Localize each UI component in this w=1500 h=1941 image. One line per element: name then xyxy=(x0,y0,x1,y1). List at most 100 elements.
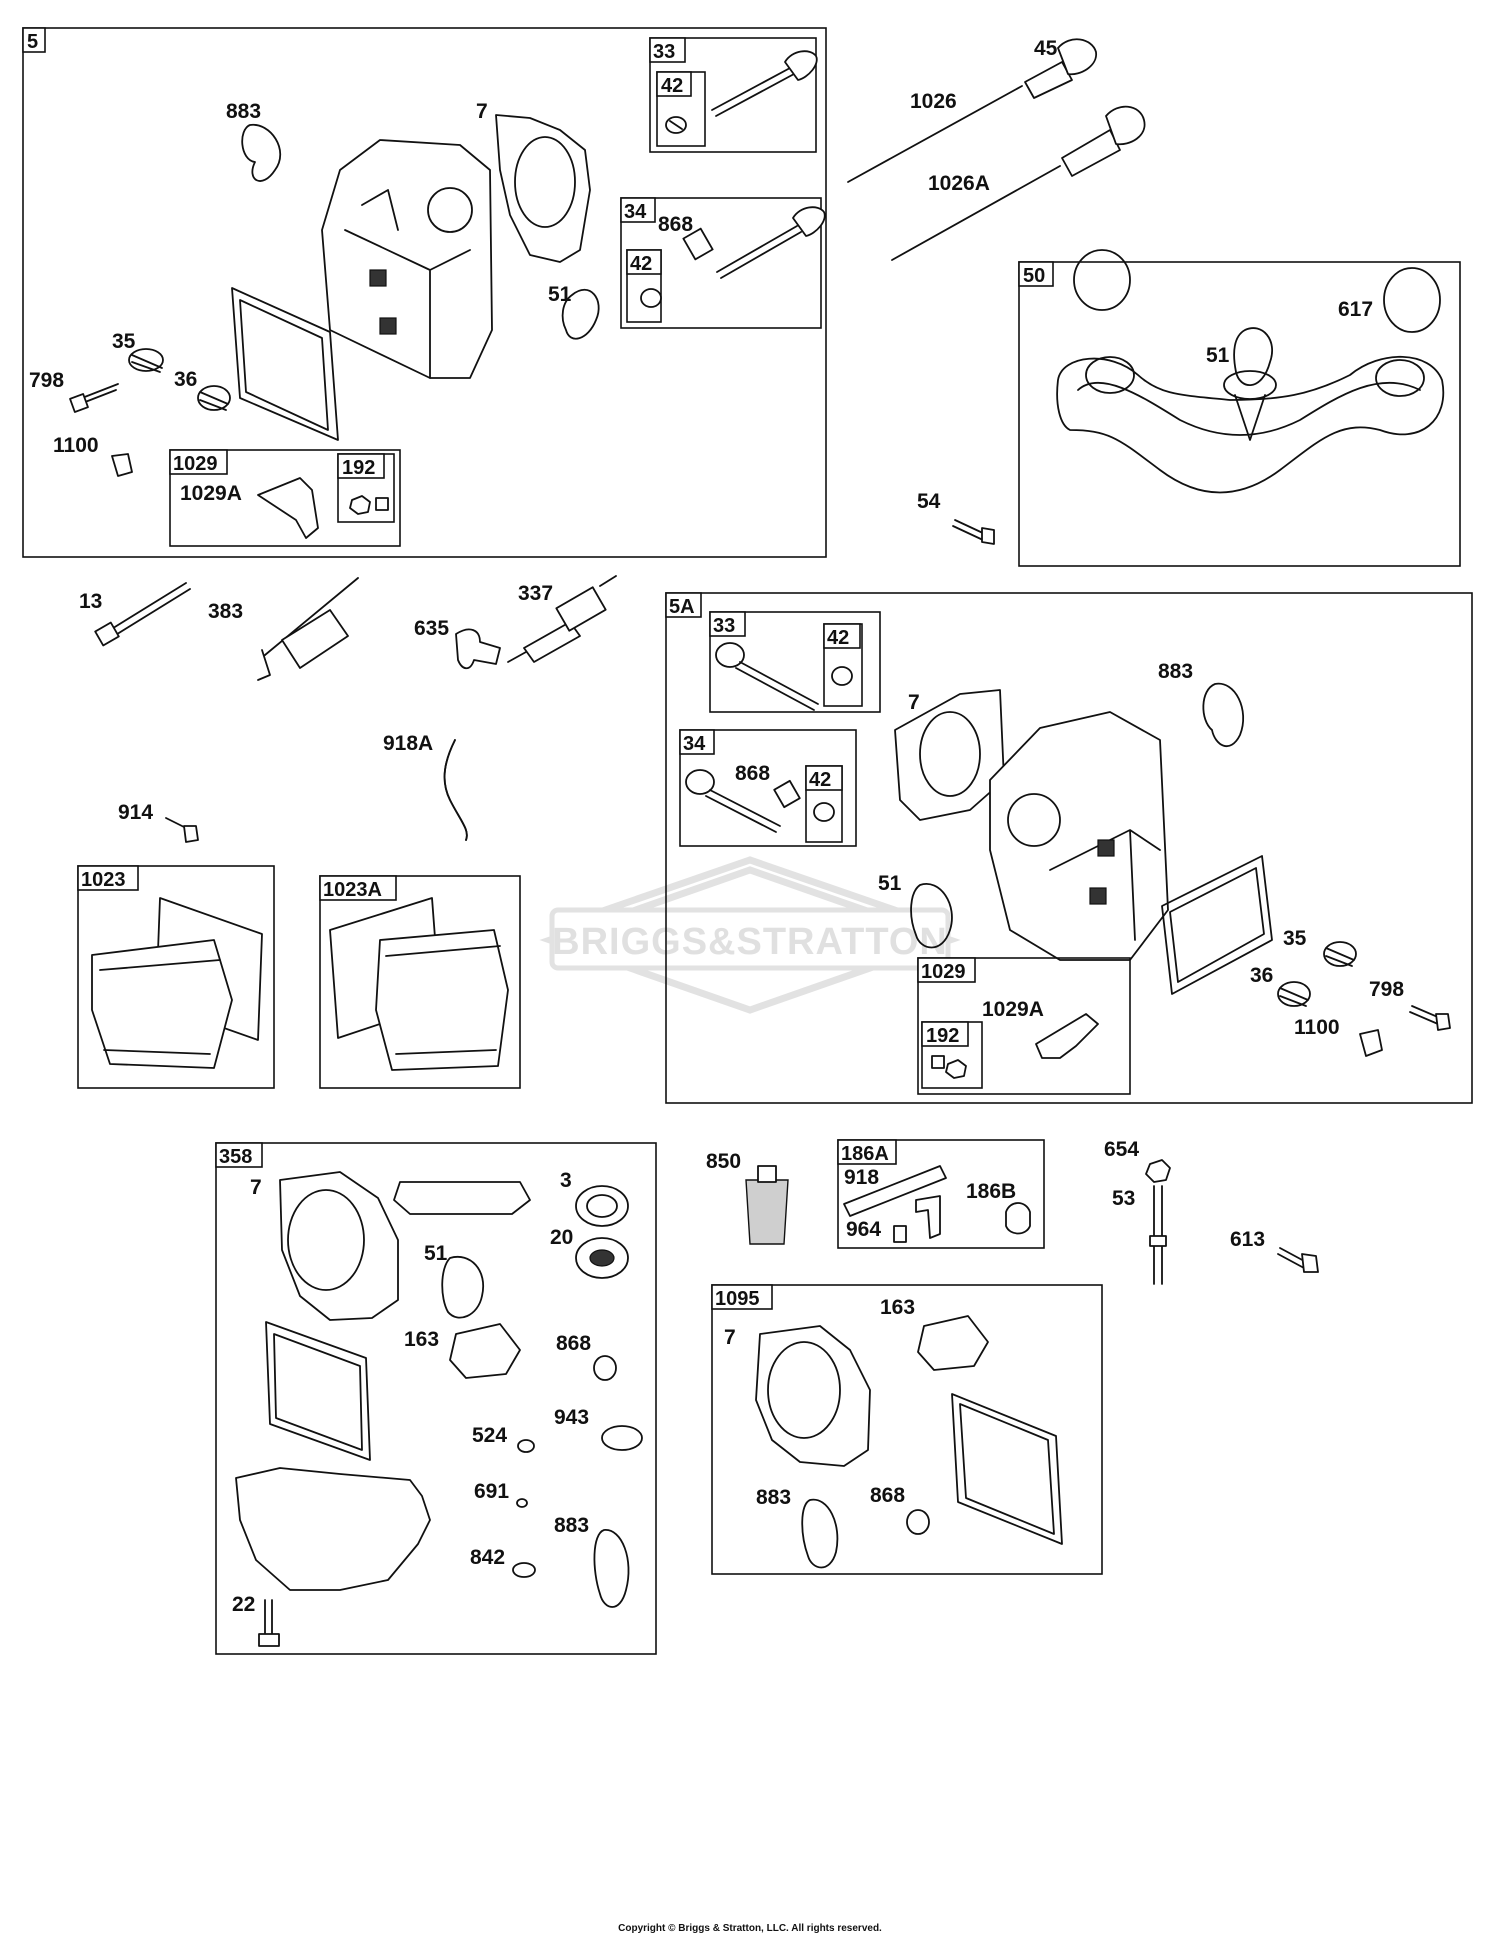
gasket-163-358-part xyxy=(449,1323,521,1379)
group-42-tag: 42 xyxy=(661,75,683,97)
watermark-text: BRIGGS&STRATTON xyxy=(552,921,948,963)
group-1029-frame-5A xyxy=(917,957,1131,1095)
callout-51-358: 51 xyxy=(424,1242,448,1265)
callout-7-5A: 7 xyxy=(908,691,920,714)
group-50-intake-manifold: 50 617 51 xyxy=(1018,249,1461,567)
cover-gasket-358-part xyxy=(265,1321,371,1461)
group-5-tag: 5 xyxy=(27,31,38,53)
group-50-tag: 50 xyxy=(1023,265,1045,287)
callout-1029A: 1029A xyxy=(180,482,242,505)
gasket-51-5A-part xyxy=(910,882,953,949)
group-1029-tag: 1029 xyxy=(173,453,218,475)
valve-keeper-part xyxy=(665,116,687,134)
plug-964-part xyxy=(893,1225,907,1243)
copyright-notice: Copyright © Briggs & Stratton, LLC. All … xyxy=(618,1923,882,1934)
callout-35-5A: 35 xyxy=(1283,927,1307,950)
group-1023-valve-cover: 1023 xyxy=(77,865,275,1089)
callout-186B: 186B xyxy=(966,1180,1016,1203)
o-ring-part xyxy=(1073,249,1131,311)
spark-plug-boot-635-part xyxy=(455,628,501,670)
spring-36-part xyxy=(197,385,231,411)
group-5A-cylinder-head: 5A 33 42 34 868 42 7 883 xyxy=(665,592,1473,1104)
group-1023A-frame xyxy=(319,875,521,1089)
valve-45-part xyxy=(1024,38,1097,99)
group-42-tag-5A: 42 xyxy=(827,627,849,649)
group-34-tag-5A: 34 xyxy=(683,733,706,755)
callout-36: 36 xyxy=(174,368,197,391)
bolt-54-part xyxy=(952,519,995,545)
briggs-stratton-watermark-logo: BRIGGS&STRATTON xyxy=(539,856,961,1014)
fitting-part xyxy=(915,1195,941,1239)
group-33-tag: 33 xyxy=(653,41,675,63)
callout-868-5A: 868 xyxy=(735,762,770,785)
valve-186B-part xyxy=(1005,1202,1031,1235)
callout-654: 654 xyxy=(1104,1138,1139,1161)
group-1029-tag-5A: 1029 xyxy=(921,961,966,983)
callout-53: 53 xyxy=(1112,1187,1135,1210)
spring-35-part xyxy=(128,348,164,373)
rocker-cover-gasket-5A-part xyxy=(1161,855,1273,995)
seal-868-358-part xyxy=(593,1355,617,1381)
callout-45: 45 xyxy=(1034,37,1058,60)
group-42-tag-2: 42 xyxy=(630,253,652,275)
group-192-tag: 192 xyxy=(342,457,375,479)
seal-3-part xyxy=(575,1185,629,1227)
callout-7-358: 7 xyxy=(250,1176,262,1199)
callout-383: 383 xyxy=(208,600,243,623)
callout-918A: 918A xyxy=(383,732,433,755)
callout-7: 7 xyxy=(476,100,488,123)
head-gasket-7-part xyxy=(495,114,591,263)
callout-51: 51 xyxy=(548,283,572,306)
group-186A-frame xyxy=(837,1139,1045,1249)
callout-868-1095: 868 xyxy=(870,1484,905,1507)
group-50-frame xyxy=(1018,261,1461,567)
valve-cover-a-part xyxy=(375,929,509,1071)
callout-7-1095: 7 xyxy=(724,1326,736,1349)
clip-1100-part xyxy=(111,453,133,477)
callout-798: 798 xyxy=(29,369,64,392)
cylinder-head-5A-part xyxy=(989,711,1169,961)
callout-613: 613 xyxy=(1230,1228,1265,1251)
group-34-frame xyxy=(620,197,822,329)
group-34-frame-5A xyxy=(679,729,857,847)
callout-20: 20 xyxy=(550,1226,573,1249)
o-ring-524-part xyxy=(517,1439,535,1453)
head-gasket-7-1095-part xyxy=(755,1325,871,1467)
valve-intake-part xyxy=(640,206,826,308)
intake-manifold-part xyxy=(1056,355,1445,494)
callout-943: 943 xyxy=(554,1406,589,1429)
callout-798-5A: 798 xyxy=(1369,978,1404,1001)
valve-exhaust-part xyxy=(711,50,818,117)
valve-33-5A-part xyxy=(715,642,853,711)
spring-35-5A-part xyxy=(1323,941,1357,967)
bolt-914-part xyxy=(165,817,199,843)
callout-883-1095: 883 xyxy=(756,1486,791,1509)
seal-868-1095-part xyxy=(906,1509,930,1535)
callout-1026: 1026 xyxy=(910,90,957,113)
group-5A-tag: 5A xyxy=(669,596,695,618)
stud-53-part xyxy=(1149,1185,1167,1285)
callout-635: 635 xyxy=(414,617,449,640)
callout-617: 617 xyxy=(1338,298,1373,321)
group-358-gasket-set: 358 7 3 20 51 163 868 524 943 691 883 84… xyxy=(215,1142,657,1655)
group-1095-frame xyxy=(711,1284,1103,1575)
head-gasket-7-358-part xyxy=(279,1171,399,1321)
o-ring-943-part xyxy=(601,1425,643,1451)
callout-1026A: 1026A xyxy=(928,172,990,195)
callout-163-358: 163 xyxy=(404,1328,439,1351)
group-1023-frame xyxy=(77,865,275,1089)
callout-842: 842 xyxy=(470,1546,505,1569)
group-5-tag-box xyxy=(22,27,46,53)
callout-35: 35 xyxy=(112,330,136,353)
breather-tube-383-part xyxy=(257,577,359,681)
valve-cover-part xyxy=(91,939,233,1069)
gasket-883-5A-part xyxy=(1202,682,1245,748)
callout-868-358: 868 xyxy=(556,1332,591,1355)
pushrod-1026-part xyxy=(847,85,1023,183)
callout-524: 524 xyxy=(472,1424,507,1447)
group-33-tag-5A: 33 xyxy=(713,615,735,637)
group-358-tag: 358 xyxy=(219,1146,252,1168)
callout-1029A-5A: 1029A xyxy=(982,998,1044,1021)
callout-337: 337 xyxy=(518,582,553,605)
